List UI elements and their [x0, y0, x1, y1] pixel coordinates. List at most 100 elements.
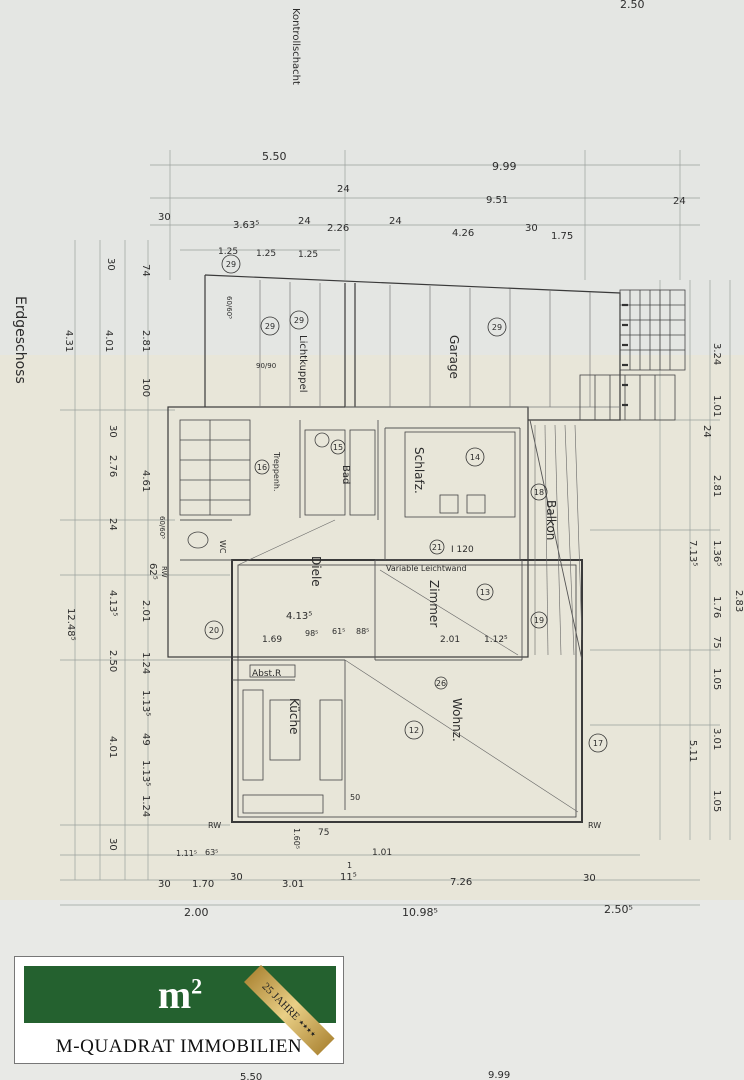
bottom-dimensions: 30 1.70 30 3.01 11⁵ 7.26 30 2.00 10.98⁵ …	[158, 872, 633, 1080]
dim-right-105b: 1.05	[711, 790, 722, 812]
dim-inner-120: I 120	[451, 545, 474, 555]
dim-inner-201: 2.01	[440, 635, 460, 645]
dim-right-105: 1.05	[711, 668, 722, 690]
dim-left-124b: 1.24	[140, 795, 151, 817]
dim-right-283: 2.83	[733, 590, 744, 612]
right-dimensions: 3.24 1.01 24 2.81 1.36⁵ 7.13⁵ 1.76 75 1.…	[687, 343, 744, 812]
dim-top-175: 1.75	[551, 231, 573, 242]
dim-top-226: 2.26	[327, 223, 349, 234]
dim-left-461: 4.61	[140, 470, 151, 492]
dim-inner-615: 61⁵	[332, 627, 345, 636]
marker-label: 16	[257, 463, 267, 472]
interior-walls	[180, 419, 583, 810]
dim-left-100: 100	[140, 378, 151, 397]
dim-left-30b: 30	[107, 425, 118, 438]
dim-right-1365: 1.36⁵	[711, 540, 722, 566]
marker-label: 20	[209, 626, 219, 635]
company-name: M-QUADRAT IMMOBILIEN	[55, 1036, 303, 1057]
stairs-bars	[622, 303, 628, 407]
dim-right-101: 1.01	[711, 395, 722, 417]
dim-top-951: 9.51	[486, 195, 508, 206]
garage-hatching	[259, 280, 620, 408]
left-dimensions: 30 74 4.31 4.01 2.81 100 30 2.76 4.61 24…	[63, 258, 158, 851]
furniture	[187, 429, 516, 814]
dim-inner-1605: 1.60⁵	[292, 828, 301, 849]
dim-bottom-115: 11⁵	[340, 872, 357, 883]
dim-left-401: 4.01	[103, 330, 114, 352]
label-wc: WC	[218, 540, 227, 554]
dim-top-24b: 24	[673, 196, 686, 207]
dim-right-7135: 7.13⁵	[687, 540, 698, 566]
dim-right-301: 3.01	[711, 728, 722, 750]
label-lichtkuppel: Lichtkuppel	[297, 335, 308, 393]
dim-top-24d: 24	[389, 216, 402, 227]
dim-inner-1115: 1.11⁵	[176, 849, 197, 858]
marker-circles	[204, 254, 608, 753]
dim-right-24: 24	[701, 425, 712, 438]
dim-diele-width: 4.13⁵	[286, 611, 312, 622]
marker-labels: 29 29 29 29 15 16 14 18 21 13 19 20 26 12 17	[209, 260, 603, 748]
dim-left-30c: 30	[107, 838, 118, 851]
marker-label: 21	[432, 543, 442, 552]
dim-bottom-2505: 2.50⁵	[604, 903, 633, 916]
dim-top-125c: 1.25	[298, 250, 318, 260]
dim-bottom-200: 2.00	[184, 906, 209, 919]
dim-rw-3: RW	[160, 566, 168, 578]
dim-top-30a: 30	[158, 212, 171, 223]
marker-label: 15	[333, 443, 343, 452]
company-logo: m2 25 JAHRE ★★★★ M-QUADRAT IMMOBILIEN	[14, 956, 344, 1064]
marker-label: 29	[265, 322, 275, 331]
logo-mark: m2	[158, 974, 202, 1015]
dim-left-1135a: 1.13⁵	[140, 690, 151, 716]
marker-label: 12	[409, 726, 419, 735]
marker-label: 18	[534, 488, 544, 497]
staircase	[179, 289, 686, 516]
marker-label: 26	[436, 679, 446, 688]
room-labels: Erdgeschoss Kontrollschacht Garage Licht…	[12, 8, 558, 742]
marker-label: 19	[534, 616, 544, 625]
dim-inner-9090: 90/90	[256, 362, 276, 370]
dim-bottom-10985: 10.98⁵	[402, 906, 438, 919]
label-treppe: Treppenh.	[272, 451, 281, 492]
inner-dimensions: 4.13⁵ 1.69 98⁵ 61⁵ 88⁵ 2.01 1.12⁵ I 120 …	[158, 296, 601, 870]
dim-left-276: 2.76	[107, 455, 118, 477]
dim-inner-885: 88⁵	[356, 627, 369, 636]
dim-rw-1: RW	[208, 821, 221, 830]
label-variable-wand: Variable Leichtwand	[386, 564, 467, 573]
dim-bottom-170: 1.70	[192, 879, 214, 890]
label-wohn: Wohnz.	[450, 698, 464, 742]
dim-top-999: 9.99	[492, 160, 517, 173]
dim-inner-50: 50	[350, 793, 360, 802]
marker-label: 29	[226, 260, 236, 269]
balcony-hatching	[534, 424, 583, 656]
dim-left-401b: 4.01	[107, 736, 118, 758]
dim-left-12485: 12.48⁵	[65, 608, 76, 641]
dim-bottom-726: 7.26	[450, 877, 472, 888]
dim-inner-1: 1	[347, 861, 352, 870]
dim-left-124: 1.24	[140, 652, 151, 674]
dim-right-324: 3.24	[711, 343, 722, 365]
marker-label: 17	[593, 739, 603, 748]
dim-left-625: 62⁵	[147, 563, 158, 580]
dim-top-3635: 3.63⁵	[233, 220, 259, 231]
dim-rw-2: RW	[588, 821, 601, 830]
marker-label: 14	[470, 453, 480, 462]
marker-label: 29	[492, 323, 502, 332]
dim-top-30b: 30	[525, 223, 538, 234]
dim-right-75: 75	[711, 636, 722, 649]
dim-right-511: 5.11	[687, 740, 698, 762]
diagonal-lines	[237, 519, 579, 813]
dim-bottom-30a: 30	[158, 879, 171, 890]
label-bad: Bad	[340, 465, 351, 484]
marker-label: 29	[294, 316, 304, 325]
dim-top-24c: 24	[298, 216, 311, 227]
outer-walls	[167, 274, 621, 823]
dim-bottom-301: 3.01	[282, 879, 304, 890]
dim-bottom-999: 9.99	[488, 1070, 510, 1080]
dim-top-550: 5.50	[262, 150, 287, 163]
marker-label: 13	[480, 588, 490, 597]
dim-bottom-30c: 30	[583, 873, 596, 884]
dim-inner-985: 98⁵	[305, 629, 318, 638]
label-diele: Diele	[309, 556, 323, 587]
